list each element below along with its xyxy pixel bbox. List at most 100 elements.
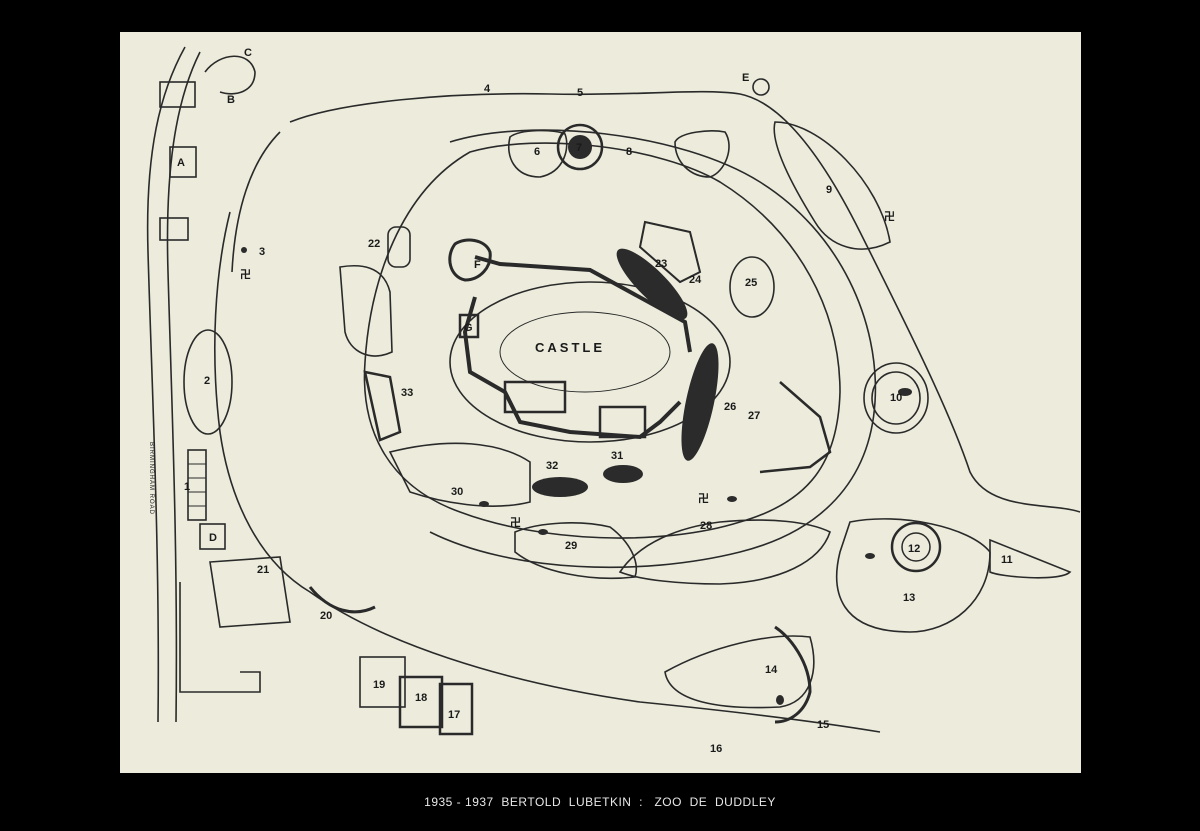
enclosure-10-inner (871, 371, 921, 425)
enclosure-33 (363, 370, 402, 442)
bed-26 (681, 343, 719, 461)
label-16: 16 (710, 743, 722, 755)
marker-glyph-4: 卍 (510, 516, 521, 529)
label-5: 5 (577, 87, 583, 99)
enclosure-25 (729, 256, 775, 318)
enclosure-13 (835, 518, 991, 633)
road-label: BIRMINGHAM ROAD (148, 442, 154, 515)
label-33: 33 (401, 387, 413, 399)
label-18: 18 (415, 692, 427, 704)
label-A: A (177, 157, 185, 169)
upper-walk (231, 131, 281, 273)
marker-glyph-3: 卍 (698, 492, 709, 505)
enclosure-9 (773, 121, 891, 250)
building-21 (209, 556, 291, 628)
enclosure-12-inner (901, 532, 931, 562)
castle-chapel (598, 405, 647, 439)
label-8: 8 (626, 146, 632, 158)
label-28: 28 (700, 520, 712, 532)
building-plot-left (179, 582, 261, 693)
gate-G (458, 313, 480, 339)
label-C: C (244, 47, 252, 59)
enclosure-10 (863, 362, 929, 434)
road-edge-left (146, 46, 186, 723)
label-19: 19 (373, 679, 385, 691)
castle-label: CASTLE (535, 340, 605, 355)
tree-29 (538, 529, 548, 535)
label-6: 6 (534, 146, 540, 158)
tree-10 (898, 388, 912, 396)
label-24: 24 (689, 274, 702, 286)
penguin-pool-ramp (774, 625, 812, 724)
enclosure-28 (618, 519, 831, 585)
enclosure-8 (674, 130, 730, 178)
label-B: B (227, 94, 235, 106)
castle-wall-north (474, 255, 692, 353)
label-F: F (474, 259, 481, 271)
label-9: 9 (826, 184, 832, 196)
outer-walk (289, 90, 1081, 513)
bed-31 (603, 465, 643, 483)
bed-7 (568, 135, 592, 159)
label-G: G (464, 322, 473, 334)
enclosure-29 (514, 522, 637, 580)
tree-14 (776, 695, 784, 705)
kiosk-E (752, 78, 770, 96)
label-2: 2 (204, 375, 210, 387)
castle-keep (503, 380, 567, 414)
label-31: 31 (611, 450, 623, 462)
marker-glyph-2: 卍 (884, 210, 895, 223)
building-18 (398, 675, 444, 729)
entrance-C (204, 55, 256, 95)
label-12: 12 (908, 543, 920, 555)
building-17 (438, 682, 474, 736)
label-25: 25 (745, 277, 757, 289)
castle-court (499, 311, 671, 393)
enclosure-33-area (339, 265, 393, 357)
caption: 1935 - 1937 BERTOLD LUBETKIN : ZOO DE DU… (424, 795, 776, 809)
bed-32 (532, 477, 588, 497)
label-10: 10 (890, 392, 902, 404)
entrance-B-hall (159, 81, 196, 108)
label-21: 21 (257, 564, 269, 576)
stalls-1-dividers (188, 463, 206, 507)
enclosure-12 (890, 521, 942, 573)
label-7: 7 (576, 142, 582, 154)
tower-F (448, 238, 492, 282)
enclosure-27 (759, 381, 832, 474)
castle-wall-south (462, 296, 682, 440)
label-32: 32 (546, 460, 558, 472)
castle-hill (449, 281, 731, 443)
enclosure-22 (387, 226, 411, 268)
bed-23 (616, 248, 688, 320)
building-left-small (159, 217, 189, 241)
label-23: 23 (655, 258, 667, 270)
label-1: 1 (184, 481, 190, 493)
zoo-site-plan: CASTLE BIRMINGHAM ROAD 1 2 3 4 5 6 7 8 9… (120, 32, 1081, 773)
label-22: 22 (368, 238, 380, 250)
site-plan-drawing: CASTLE BIRMINGHAM ROAD 1 2 3 4 5 6 7 8 9… (146, 46, 1081, 755)
label-3: 3 (259, 246, 265, 258)
stalls-1 (187, 449, 207, 521)
road-edge-right (166, 51, 201, 723)
structure-20 (308, 586, 376, 614)
enclosure-2 (183, 329, 233, 435)
label-D: D (209, 532, 217, 544)
lower-walk (214, 211, 881, 733)
label-11: 11 (1001, 554, 1013, 566)
enclosure-11 (989, 538, 1072, 579)
enclosure-14 (664, 635, 815, 709)
tree-30 (479, 501, 489, 507)
marker-glyph-1: 卍 (240, 268, 251, 281)
enclosure-24 (638, 220, 702, 284)
label-13: 13 (903, 592, 915, 604)
label-14: 14 (765, 664, 778, 676)
label-17: 17 (448, 709, 460, 721)
entrance-D (199, 523, 226, 550)
label-26: 26 (724, 401, 736, 413)
label-30: 30 (451, 486, 463, 498)
label-E: E (742, 72, 749, 84)
tree-3 (241, 247, 247, 253)
castle-outer-path (429, 129, 877, 569)
building-19 (359, 656, 406, 708)
